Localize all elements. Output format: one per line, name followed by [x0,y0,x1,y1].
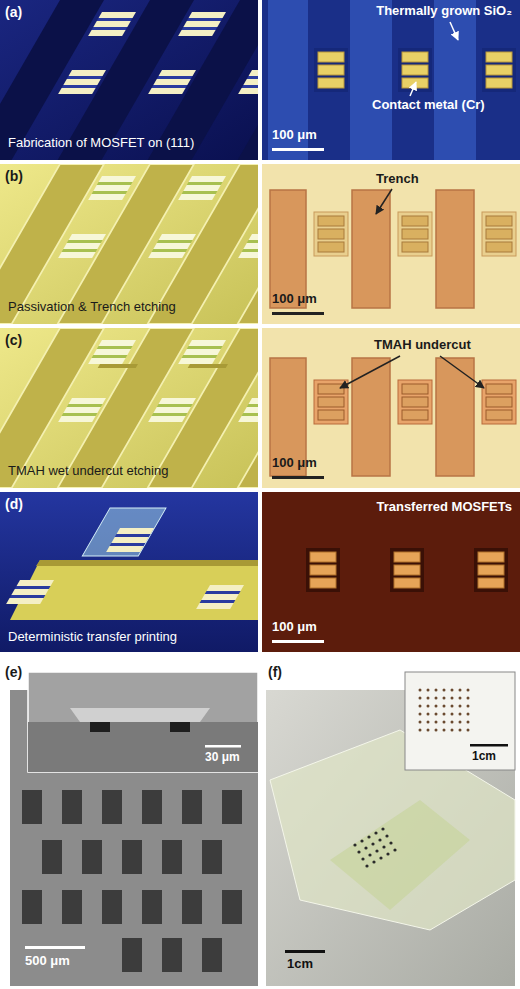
panel-letter: (d) [5,496,23,512]
scale-label: 1cm [472,750,496,764]
callout-label: Trench [376,172,419,187]
panel-letter: (a) [5,4,22,20]
scale-label: 30 μm [205,751,240,765]
panel-letter: (b) [5,168,23,184]
step-caption: Passivation & Trench etching [8,300,176,315]
scale-label: 100 μm [272,620,317,635]
callout-label: TMAH undercut [374,338,471,353]
scale-label: 100 μm [272,292,317,307]
scale-label: 500 μm [25,954,70,969]
step-caption: Fabrication of MOSFET on (111) [8,136,194,151]
scale-label: 100 μm [272,456,317,471]
panel-letter: (f) [268,664,282,680]
callout-label: Thermally grown SiO₂ [376,4,512,19]
step-caption: Deterministic transfer printing [8,630,177,645]
scale-label: 1cm [287,957,313,972]
callout-label: Transferred MOSFETs [376,500,512,515]
step-caption: TMAH wet undercut etching [8,464,168,479]
panel-letter: (e) [5,664,22,680]
panel-letter: (c) [5,332,22,348]
scale-label: 100 μm [272,128,317,143]
callout-label: Contact metal (Cr) [372,98,485,113]
